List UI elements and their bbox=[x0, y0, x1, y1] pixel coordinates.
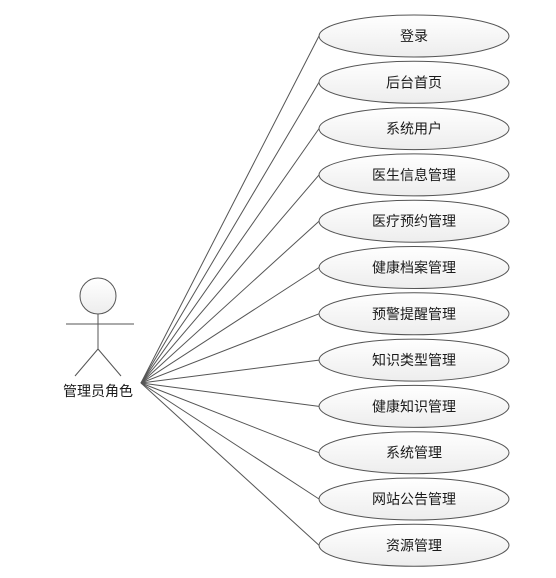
use-case-label: 网站公告管理 bbox=[372, 492, 456, 508]
actor-label: 管理员角色 bbox=[63, 383, 133, 400]
use-case: 健康档案管理 bbox=[318, 246, 510, 289]
use-case-label: 登录 bbox=[400, 29, 428, 45]
use-case-ellipse bbox=[318, 246, 510, 289]
use-case-ellipse bbox=[318, 199, 510, 243]
use-case-label: 医生信息管理 bbox=[372, 167, 456, 184]
use-case-ellipse bbox=[318, 477, 510, 521]
use-case-group: 登录后台首页系统用户医生信息管理医疗预约管理健康档案管理预警提醒管理知识类型管理… bbox=[318, 14, 510, 567]
association-line bbox=[140, 382, 320, 546]
association-line bbox=[140, 359, 320, 384]
use-case-ellipse bbox=[318, 523, 510, 567]
use-case-ellipse bbox=[318, 431, 510, 475]
association-line bbox=[140, 267, 320, 384]
actor-head bbox=[79, 277, 117, 315]
use-case-ellipse bbox=[318, 60, 510, 104]
association-line bbox=[140, 220, 320, 384]
use-case-ellipse bbox=[318, 338, 510, 382]
use-case: 预警提醒管理 bbox=[318, 292, 510, 336]
use-case-ellipse bbox=[318, 153, 510, 197]
use-case: 系统用户 bbox=[318, 107, 510, 151]
actor-right-leg bbox=[97, 348, 122, 377]
association-line bbox=[140, 82, 320, 384]
association-line bbox=[140, 382, 320, 407]
use-case-label: 知识类型管理 bbox=[372, 352, 456, 369]
use-case-label: 资源管理 bbox=[386, 538, 442, 554]
use-case: 系统管理 bbox=[318, 431, 510, 475]
use-case: 后台首页 bbox=[318, 60, 510, 104]
association-line bbox=[140, 128, 320, 384]
use-case: 资源管理 bbox=[318, 523, 510, 567]
use-case-label: 医疗预约管理 bbox=[372, 214, 456, 230]
use-case: 登录 bbox=[318, 14, 510, 58]
actor-figure: 管理员角色 bbox=[63, 277, 134, 400]
actor-left-leg bbox=[74, 348, 99, 377]
use-case-ellipse bbox=[318, 14, 510, 58]
use-case: 知识类型管理 bbox=[318, 338, 510, 382]
use-case: 健康知识管理 bbox=[318, 384, 510, 428]
use-case-ellipse bbox=[318, 384, 510, 428]
association-line bbox=[140, 174, 320, 384]
association-line bbox=[140, 313, 320, 384]
use-case: 医疗预约管理 bbox=[318, 199, 510, 243]
use-case-label: 系统管理 bbox=[386, 446, 442, 462]
use-case-ellipse bbox=[318, 107, 510, 151]
association-line bbox=[140, 382, 320, 454]
use-case-label: 系统用户 bbox=[386, 121, 442, 138]
association-line bbox=[140, 382, 320, 500]
use-case-label: 健康知识管理 bbox=[372, 398, 456, 415]
use-case-label: 后台首页 bbox=[386, 75, 442, 91]
use-case: 网站公告管理 bbox=[318, 477, 510, 521]
use-case: 医生信息管理 bbox=[318, 153, 510, 197]
association-line bbox=[140, 35, 320, 384]
association-lines bbox=[140, 35, 320, 546]
use-case-label: 健康档案管理 bbox=[372, 260, 456, 277]
use-case-label: 预警提醒管理 bbox=[372, 307, 456, 323]
use-case-ellipse bbox=[318, 292, 510, 336]
